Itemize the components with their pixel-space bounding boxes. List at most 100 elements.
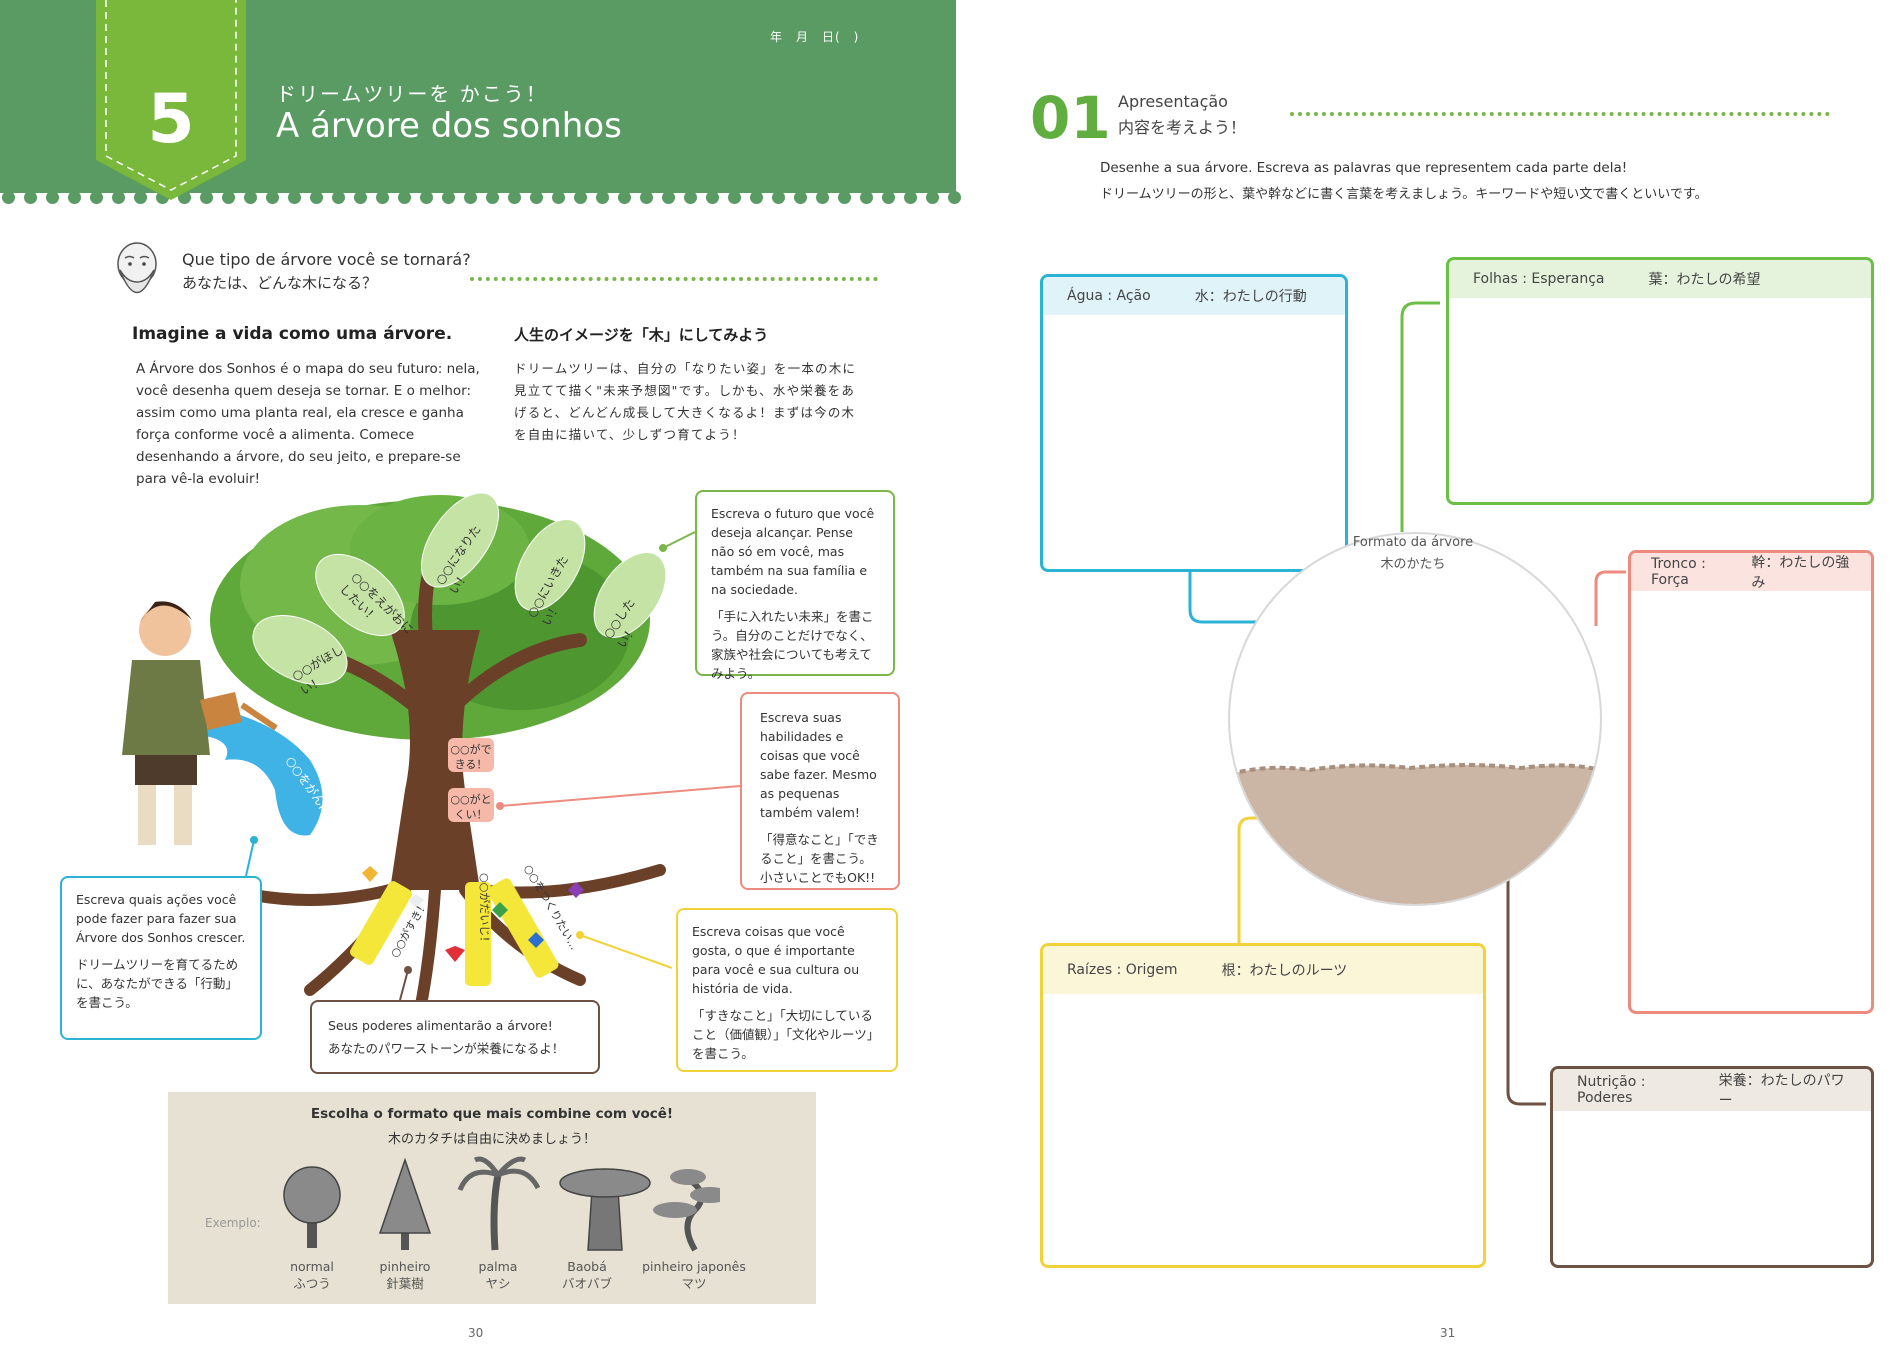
banner-bead xyxy=(750,191,763,204)
intro-heading-portuguese: Imagine a vida como uma árvore. xyxy=(132,324,453,344)
banner-bead xyxy=(112,191,125,204)
shape-name-jp: バオバブ xyxy=(561,1276,612,1291)
banner-bead xyxy=(926,191,939,204)
root-tags xyxy=(350,878,559,986)
tree-shapes-title-jp: 木のカタチは自由に決めましょう！ xyxy=(387,1132,596,1147)
shape-name-jp: 針葉樹 xyxy=(386,1276,424,1291)
question-divider xyxy=(470,277,878,281)
banner-bead xyxy=(134,191,147,204)
date-line: 年 月 日( ) xyxy=(770,30,860,44)
section-title-pt: Apresentação xyxy=(1118,92,1228,111)
callout-trunk-jp: 「得意なこと」「できること」を書こう。小さいことでもOK!! xyxy=(760,832,879,885)
dream-leaves xyxy=(252,492,667,685)
panel-water-label-pt: Água : Ação xyxy=(1067,288,1151,304)
callout-trunk: Escreva suas habilidades e coisas que vo… xyxy=(740,692,900,890)
panel-water-action[interactable]: Água : Ação 水：わたしの行動 xyxy=(1040,274,1348,572)
panel-leaves-hope[interactable]: Folhas : Esperança 葉：わたしの希望 xyxy=(1446,257,1874,505)
banner-bead xyxy=(68,191,81,204)
intro-heading-japanese: 人生のイメージを「木」にしてみよう xyxy=(514,326,769,344)
panel-water-header: Água : Ação 水：わたしの行動 xyxy=(1043,277,1345,315)
shape-name-pt: palma xyxy=(478,1259,518,1274)
callout-powers-jp: あなたのパワーストーンが栄養になるよ！ xyxy=(328,1041,565,1056)
banner-bead xyxy=(596,191,609,204)
example-label: Exemplo: xyxy=(205,1216,261,1230)
banner-bead xyxy=(794,191,807,204)
callout-water-jp: ドリームツリーを育てるために、あなたができる「行動」を書こう。 xyxy=(76,957,239,1010)
callout-roots-jp: 「すきなこと」「大切にしていること（価値観）」「文化やルーツ」を書こう。 xyxy=(692,1008,880,1061)
tree-shapes-title-pt: Escolha o formato que mais combine com v… xyxy=(310,1106,674,1122)
panel-water-label-jp: 水：わたしの行動 xyxy=(1194,289,1307,305)
banner-bead xyxy=(200,191,213,204)
sage-avatar-icon xyxy=(117,242,157,293)
shape-name-pt: normal xyxy=(290,1259,334,1274)
root-label: ○○がだいじ！ xyxy=(478,873,491,948)
tree-shape-title-jp: 木のかたち xyxy=(1380,557,1446,572)
panel-roots-header: Raízes : Origem 根：わたしのルーツ xyxy=(1043,946,1483,994)
banner-bead xyxy=(244,191,257,204)
banner-bead xyxy=(728,191,741,204)
panel-trunk-label-pt: Tronco : Força xyxy=(1651,556,1706,588)
callout-water-pt: Escreva quais ações você pode fazer para… xyxy=(76,892,246,945)
water-splash xyxy=(200,715,323,836)
panel-nutrition-label-jp: 栄養：わたしのパワー xyxy=(1718,1073,1845,1109)
lesson-number: 5 xyxy=(147,80,195,159)
banner-bead xyxy=(618,191,631,204)
chapter-badge xyxy=(96,0,246,200)
trunk-label: ○○がとくい！ xyxy=(450,793,492,821)
banner-bead xyxy=(838,191,851,204)
question-portuguese: Que tipo de árvore você se tornará? xyxy=(182,250,471,269)
callout-roots-pt: Escreva coisas que você gosta, o que é i… xyxy=(692,924,860,996)
banner-bead xyxy=(948,191,961,204)
palm-tree-icon xyxy=(457,1156,541,1251)
panel-roots-origin[interactable]: Raízes : Origem 根：わたしのルーツ xyxy=(1040,943,1486,1268)
intro-text-japanese: ドリームツリーは、自分の「なりたい姿」を一本の木に見立てて描く"未来予想図"です… xyxy=(514,361,857,442)
banner-bead xyxy=(90,191,103,204)
callout-trunk-pt: Escreva suas habilidades e coisas que vo… xyxy=(760,710,877,820)
callout-water: Escreva quais ações você pode fazer para… xyxy=(60,876,262,1040)
banner-bead xyxy=(508,191,521,204)
shape-name-jp: ヤシ xyxy=(485,1276,511,1291)
panel-roots-label-pt: Raízes : Origem xyxy=(1067,962,1178,978)
tree-shape-label: pinheiro 針葉樹 xyxy=(345,1258,465,1292)
banner-bead xyxy=(816,191,829,204)
banner-bead xyxy=(552,191,565,204)
title-japanese: ドリームツリーを かこう！ xyxy=(276,82,548,106)
banner-bead xyxy=(376,191,389,204)
panel-nutrition-powers[interactable]: Nutrição : Poderes 栄養：わたしのパワー xyxy=(1550,1066,1874,1268)
panel-leaves-label-jp: 葉：わたしの希望 xyxy=(1648,272,1761,288)
tree-shape-title-pt: Formato da árvore xyxy=(1352,535,1474,550)
tree-shape-icons xyxy=(283,1156,720,1252)
tree-shape-label: palma ヤシ xyxy=(438,1258,558,1292)
tree-shape-drawing-area[interactable] xyxy=(1228,532,1602,906)
section-divider xyxy=(1290,112,1830,116)
page-number-right: 31 xyxy=(1440,1326,1456,1340)
shape-name-pt: pinheiro xyxy=(379,1259,431,1274)
callout-leaves: Escreva o futuro que você deseja alcança… xyxy=(695,490,895,681)
banner-bead xyxy=(464,191,477,204)
panel-trunk-strength[interactable]: Tronco : Força 幹：わたしの強み xyxy=(1628,550,1874,1014)
shape-name-jp: ふつう xyxy=(293,1276,331,1291)
dream-tree-illustration xyxy=(122,492,667,1016)
panel-nutrition-header: Nutrição : Poderes 栄養：わたしのパワー xyxy=(1553,1069,1871,1111)
soil-ground-icon xyxy=(1230,763,1600,904)
intro-text-portuguese: A Árvore dos Sonhos é o mapa do seu futu… xyxy=(136,361,480,487)
panel-roots-label-jp: 根：わたしのルーツ xyxy=(1221,963,1348,979)
banner-bead xyxy=(662,191,675,204)
panel-leaves-header: Folhas : Esperança 葉：わたしの希望 xyxy=(1449,260,1871,298)
banner-bead xyxy=(904,191,917,204)
section-number: 01 xyxy=(1030,84,1111,152)
trunk-label: ○○ができる！ xyxy=(450,743,492,771)
banner-bead xyxy=(310,191,323,204)
power-stones xyxy=(362,866,584,962)
banner-bead xyxy=(684,191,697,204)
banner-bead xyxy=(2,191,15,204)
panel-leaves-label-pt: Folhas : Esperança xyxy=(1473,271,1605,287)
gardener-boy xyxy=(122,601,278,845)
banner-bead xyxy=(354,191,367,204)
banner-bead xyxy=(398,191,411,204)
conifer-tree-icon xyxy=(378,1157,432,1250)
callout-powers-pt: Seus poderes alimentarão a árvore! xyxy=(328,1018,553,1033)
shape-name-pt: pinheiro japonês xyxy=(642,1259,746,1274)
